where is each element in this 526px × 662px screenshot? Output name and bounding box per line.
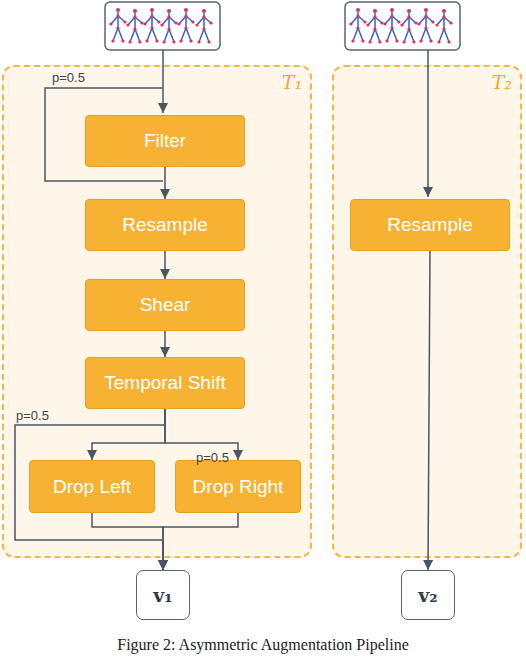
skeleton-figure: [383, 8, 400, 43]
skeleton-figure: [143, 8, 160, 43]
process-label: Drop Left: [53, 476, 131, 498]
group-title: T₂: [492, 71, 512, 93]
output-box: v₂: [401, 570, 455, 620]
process-label: Resample: [387, 214, 473, 236]
skeleton-figure: [177, 8, 194, 43]
process-label: Drop Right: [193, 476, 284, 498]
skeleton-figure: [400, 9, 417, 44]
skeleton-figure: [366, 9, 383, 44]
input-frame: [105, 2, 220, 50]
output-label: v₂: [418, 584, 437, 606]
skeleton-figure: [435, 9, 452, 44]
probability-label: p=0.5: [16, 408, 49, 423]
augmentation-group: T₁ FilterResampleShearTemporal ShiftDrop …: [2, 65, 312, 558]
process-box: Resample: [85, 199, 245, 251]
process-label: Resample: [122, 214, 208, 236]
process-label: Shear: [140, 294, 191, 316]
process-label: Filter: [144, 130, 186, 152]
output-label: v₁: [153, 584, 172, 606]
process-box: Temporal Shift: [85, 357, 245, 409]
output-box: v₁: [136, 570, 190, 620]
skeleton-sequence: [105, 2, 220, 50]
group-title: T₁: [282, 71, 302, 93]
augmentation-group: T₂ Resample: [332, 65, 522, 558]
process-box: Drop Right: [175, 460, 301, 513]
process-box: Resample: [350, 199, 510, 251]
skeleton-figure: [195, 9, 212, 44]
process-box: Filter: [85, 115, 245, 167]
process-label: Temporal Shift: [104, 372, 225, 394]
figure-caption: Figure 2: Asymmetric Augmentation Pipeli…: [0, 636, 526, 654]
input-frame: [345, 2, 460, 50]
process-box: Drop Left: [29, 460, 155, 513]
skeleton-figure: [109, 8, 126, 43]
skeleton-figure: [349, 8, 366, 43]
skeleton-figure: [160, 9, 177, 44]
skeleton-figure: [126, 9, 143, 44]
skeleton-figure: [417, 8, 434, 43]
process-box: Shear: [85, 279, 245, 331]
skeleton-sequence: [345, 2, 460, 50]
probability-label: p=0.5: [52, 70, 85, 85]
probability-label: p=0.5: [196, 450, 229, 465]
